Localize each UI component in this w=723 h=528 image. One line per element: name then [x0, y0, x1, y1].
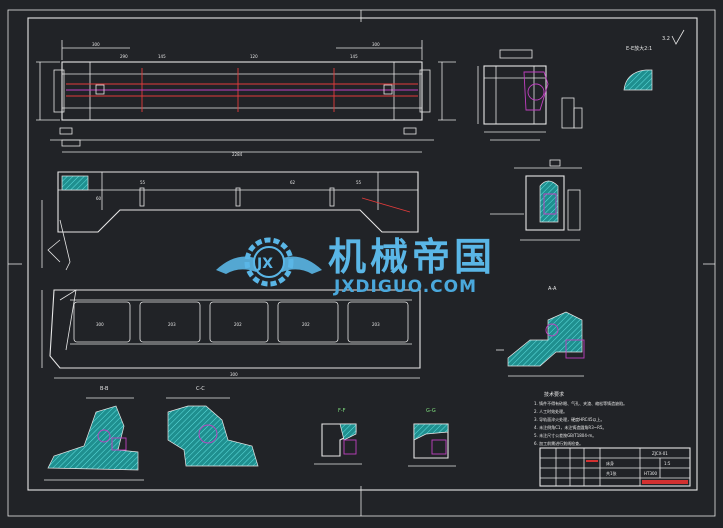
- section-ee-detail: E-E放大2:1 3.2: [623, 29, 685, 91]
- note-line-5: 5. 未注尺寸公差按GB/T1804-m。: [534, 432, 596, 438]
- dim-front-3: 145: [158, 54, 166, 59]
- section-gg-label: G-G: [426, 408, 436, 414]
- section-aa-label: A-A: [548, 286, 557, 292]
- section-ff-view: F-F: [314, 408, 362, 465]
- dim-bottom-1: 300: [96, 322, 104, 327]
- note-line-3: 3. 导轨面淬火处理，硬度HRC45以上。: [534, 416, 605, 422]
- sheet-count: 共1张: [606, 470, 617, 476]
- roughness-symbol: 3.2: [662, 36, 670, 42]
- dim-front-5: 145: [350, 54, 358, 59]
- sheet-inner-frame: [27, 17, 698, 491]
- plan-view: 60 55 62 55: [41, 171, 419, 271]
- section-ee-label: E-E放大2:1: [626, 45, 652, 52]
- material: HT300: [644, 471, 658, 476]
- section-aa-view: [490, 159, 582, 241]
- notes-title: 技术要求: [544, 391, 564, 398]
- dim-plan-1: 60: [96, 196, 102, 201]
- watermark-chinese: 机械帝国: [328, 235, 496, 279]
- section-ff-label: F-F: [338, 408, 346, 414]
- note-line-6: 6. 加工前需进行划线检查。: [534, 440, 583, 446]
- dim-bottom-6: 300: [230, 372, 238, 377]
- dim-bottom-3: 202: [234, 322, 242, 327]
- scale: 1:5: [664, 461, 671, 466]
- dim-front-1: 300: [92, 42, 100, 47]
- watermark-logo: JX 机械帝国 JXDIGUO.COM: [216, 235, 496, 297]
- dim-plan-2: 55: [140, 180, 146, 185]
- section-cc-label: C-C: [196, 386, 205, 392]
- technical-notes: 技术要求 1. 铸件不得有砂眼、气孔、夹渣、缩松等铸造缺陷。 2. 人工时效处理…: [534, 391, 627, 446]
- section-bb-view: B-B: [44, 386, 144, 481]
- dim-bottom-2: 203: [168, 322, 176, 327]
- note-line-4: 4. 未注倒角C1，未注铸造圆角R3~R5。: [534, 424, 606, 430]
- watermark-latin: JXDIGUO.COM: [333, 277, 477, 297]
- sheet-outer-frame: [7, 9, 716, 517]
- dim-plan-3: 62: [290, 180, 296, 185]
- part-name: 床身: [606, 460, 614, 466]
- section-cc-view: C-C: [166, 386, 259, 467]
- section-gg-view: G-G: [408, 408, 456, 467]
- bottom-view: 300 203 202 202 203 300: [41, 289, 421, 379]
- dim-front-6: 300: [372, 42, 380, 47]
- drawing-number: ZJCX-01: [652, 451, 668, 456]
- note-line-2: 2. 人工时效处理。: [534, 408, 567, 414]
- section-bb-label: B-B: [100, 386, 109, 392]
- dim-front-total: 2284: [232, 152, 243, 157]
- dim-front-2: 290: [120, 54, 128, 59]
- note-line-1: 1. 铸件不得有砂眼、气孔、夹渣、缩松等铸造缺陷。: [534, 400, 627, 406]
- dim-front-4: 120: [250, 54, 258, 59]
- dim-bottom-4: 202: [302, 322, 310, 327]
- side-view: [477, 49, 583, 141]
- watermark-logo-letters: JX: [256, 256, 273, 272]
- section-bb-right: A-A: [496, 286, 585, 377]
- dim-plan-4: 55: [356, 180, 362, 185]
- dim-bottom-5: 203: [372, 322, 380, 327]
- title-block: ZJCX-01 床身 HT300 1:5 共1张: [539, 447, 691, 487]
- front-view: 300 290 145 120 145 300 2284: [36, 40, 456, 157]
